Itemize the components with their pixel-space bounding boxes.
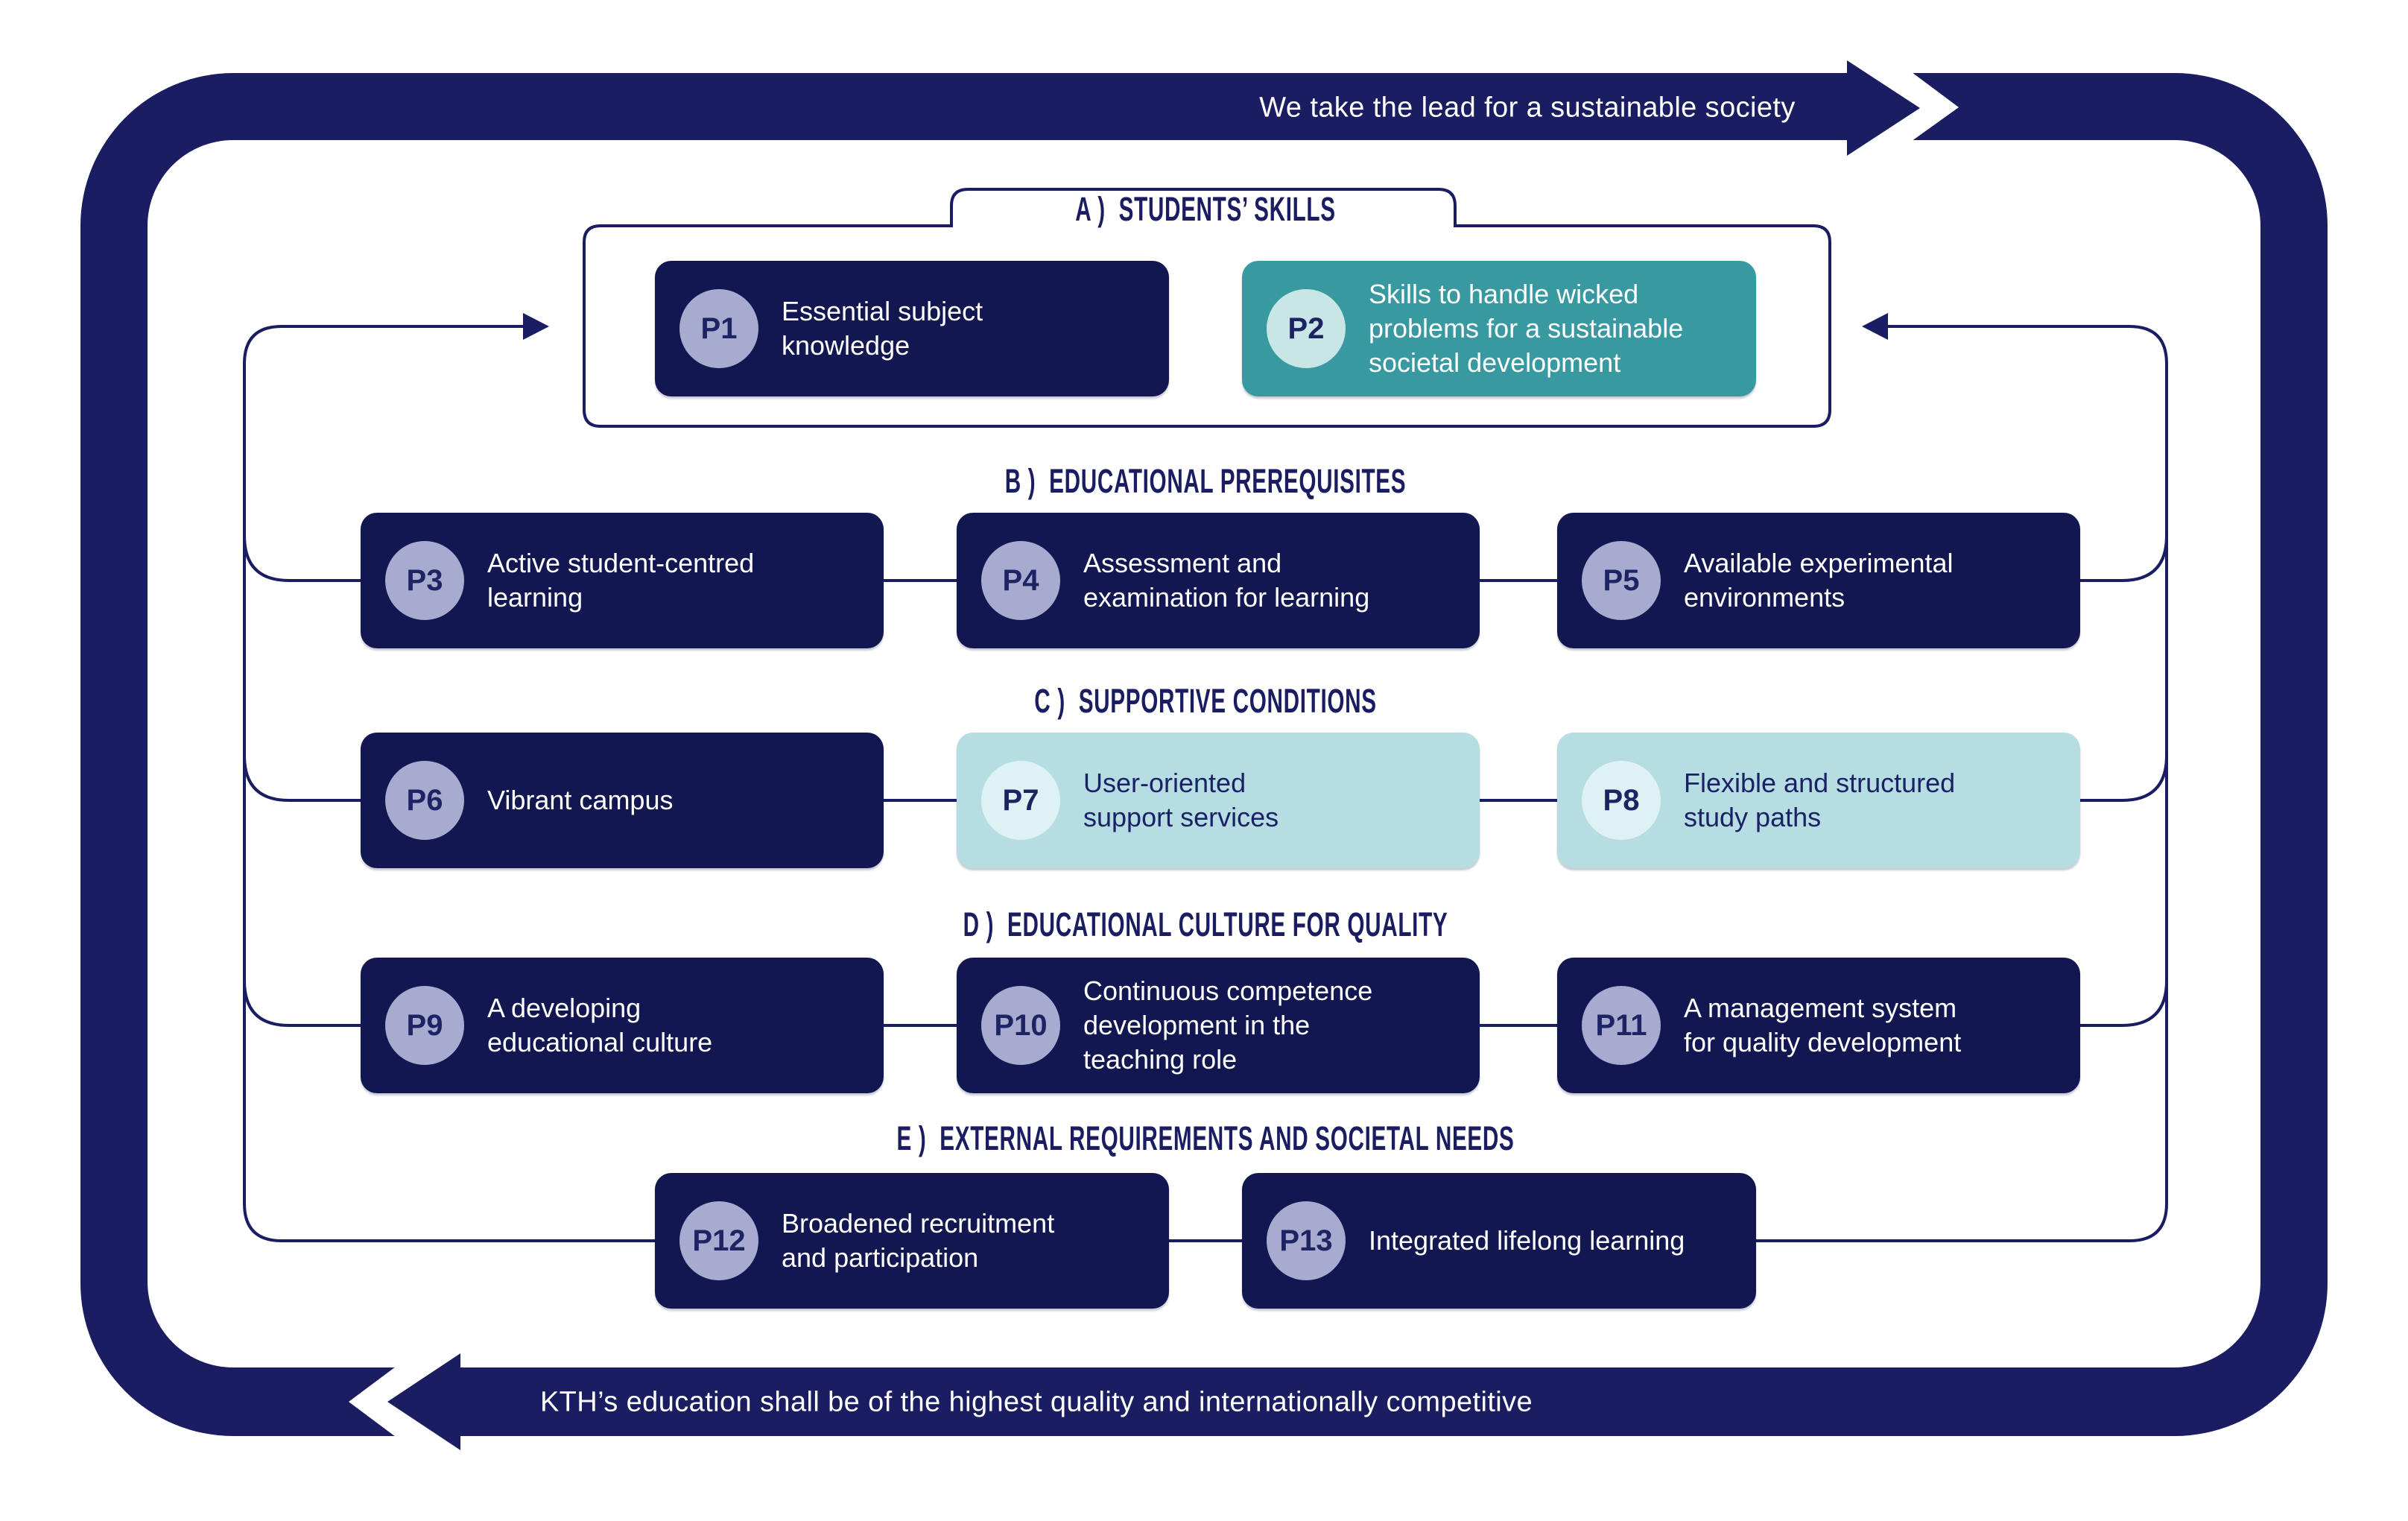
- top-arrowhead-icon: [1847, 60, 1920, 156]
- p8-text: Flexible and structured study paths: [1684, 768, 1956, 832]
- card-p1: P1 Essential subject knowledge: [655, 261, 1169, 396]
- card-p6: P6 Vibrant campus: [361, 733, 884, 868]
- p7-text: User-oriented support services: [1083, 768, 1279, 832]
- card-p10: P10 Continuous competence development in…: [957, 958, 1480, 1093]
- section-label-a: A ) STUDENTS’ SKILLS: [1075, 190, 1336, 228]
- p8-badge: P8: [1582, 761, 1661, 840]
- p13-badge: P13: [1267, 1201, 1346, 1280]
- p9-text: A developing educational culture: [487, 993, 713, 1057]
- card-p13: P13 Integrated lifelong learning: [1242, 1173, 1756, 1309]
- p5-badge: P5: [1582, 541, 1661, 620]
- card-p3: P3 Active student-centred learning: [361, 513, 884, 648]
- p6-badge: P6: [385, 761, 464, 840]
- bottom-arrowhead-icon: [387, 1353, 460, 1450]
- card-p9: P9 A developing educational culture: [361, 958, 884, 1093]
- p4-badge: P4: [981, 541, 1060, 620]
- p4-text: Assessment and examination for learning: [1083, 548, 1370, 613]
- p10-text: Continuous competence development in the…: [1083, 975, 1373, 1075]
- section-label-d: D ) EDUCATIONAL CULTURE FOR QUALITY: [963, 905, 1448, 943]
- card-p7: P7 User-oriented support services: [957, 733, 1480, 868]
- row-d-connectors: [243, 980, 2168, 1027]
- p11-text: A management system for quality developm…: [1684, 993, 1962, 1057]
- banner-top: We take the lead for a sustainable socie…: [1259, 92, 1796, 124]
- p1-text: Essential subject knowledge: [782, 296, 983, 361]
- banner-bottom: KTH’s education shall be of the highest …: [539, 1386, 1533, 1418]
- p11-badge: P11: [1582, 986, 1661, 1065]
- card-p12: P12 Broadened recruitment and participat…: [655, 1173, 1169, 1309]
- p12-text: Broadened recruitment and participation: [782, 1208, 1055, 1273]
- p6-text: Vibrant campus: [487, 785, 674, 815]
- p10-badge: P10: [981, 986, 1060, 1065]
- p5-text: Available experimental environments: [1684, 548, 1954, 613]
- card-p2: P2 Skills to handle wicked problems for …: [1242, 261, 1756, 396]
- left-bus-line: [243, 325, 655, 1242]
- p1-badge: P1: [679, 289, 758, 368]
- section-label-b: B ) EDUCATIONAL PREREQUISITES: [1004, 462, 1407, 500]
- p13-text: Integrated lifelong learning: [1369, 1225, 1685, 1256]
- right-bus-arrowhead-icon: [1862, 313, 1888, 340]
- card-p4: P4 Assessment and examination for learni…: [957, 513, 1480, 648]
- p7-badge: P7: [981, 761, 1060, 840]
- p3-badge: P3: [385, 541, 464, 620]
- section-label-e: E ) EXTERNAL REQUIREMENTS AND SOCIETAL N…: [896, 1119, 1515, 1157]
- p3-text: Active student-centred learning: [487, 548, 755, 613]
- card-p5: P5 Available experimental environments: [1557, 513, 2080, 648]
- section-label-c: C ) SUPPORTIVE CONDITIONS: [1034, 682, 1377, 720]
- right-bus-line: [1756, 325, 2168, 1242]
- p2-badge: P2: [1267, 289, 1346, 368]
- card-p8: P8 Flexible and structured study paths: [1557, 733, 2080, 868]
- row-b-connectors: [243, 535, 2168, 582]
- card-p11: P11 A management system for quality deve…: [1557, 958, 2080, 1093]
- p9-badge: P9: [385, 986, 464, 1065]
- left-bus-arrowhead-icon: [523, 313, 549, 340]
- row-c-connectors: [243, 755, 2168, 802]
- p2-text: Skills to handle wicked problems for a s…: [1369, 279, 1684, 378]
- p12-badge: P12: [679, 1201, 758, 1280]
